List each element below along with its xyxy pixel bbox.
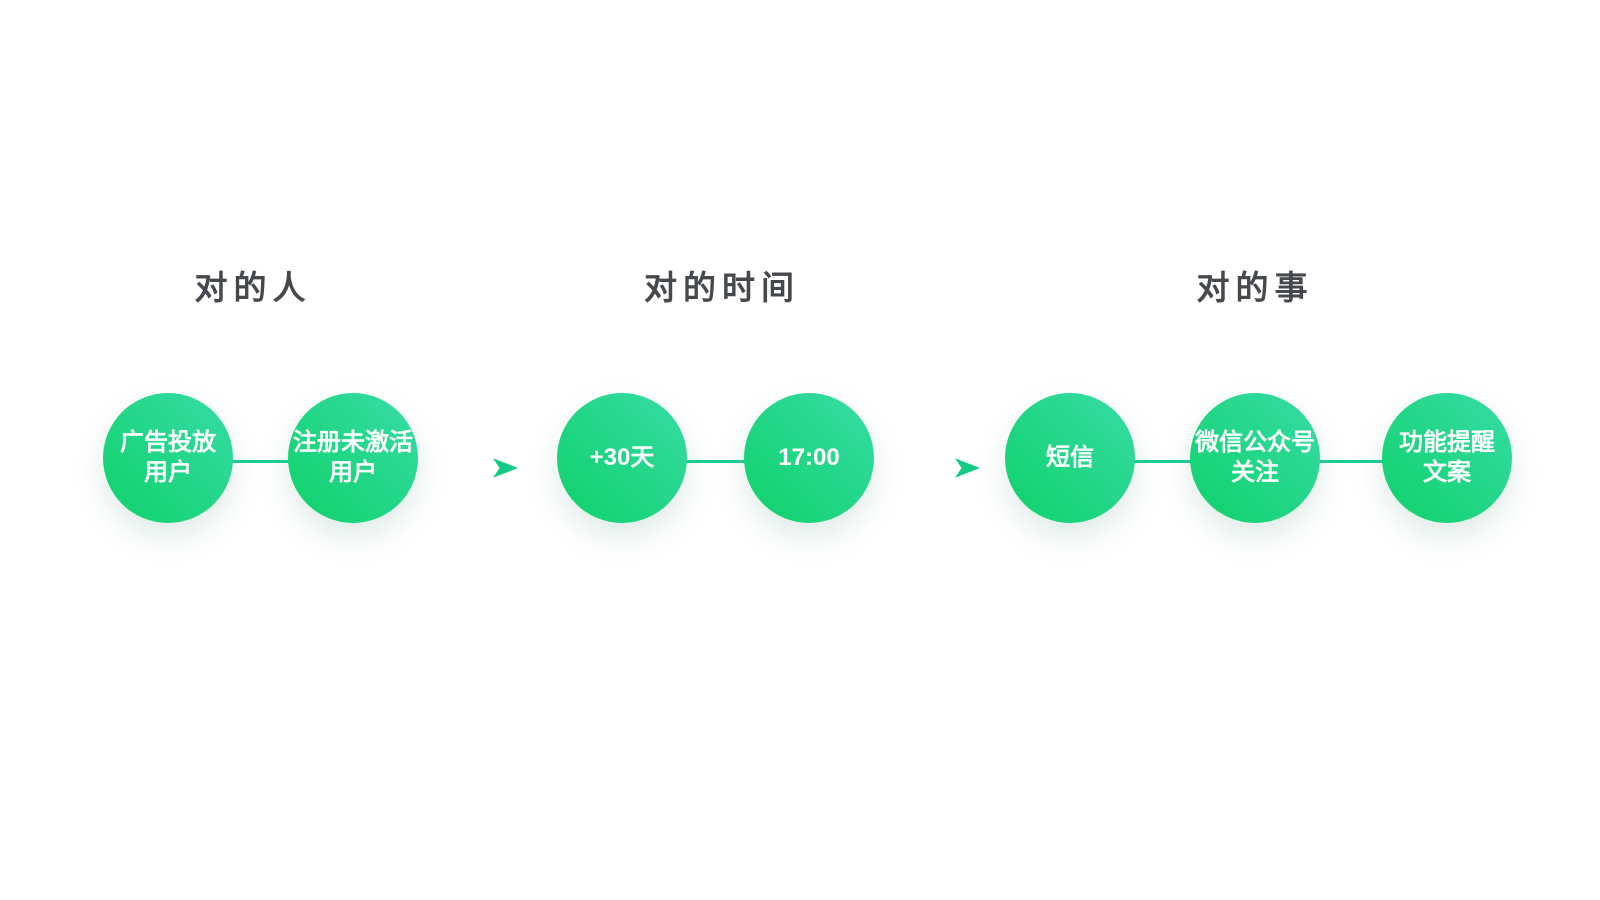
flow-arrow-icon xyxy=(431,458,518,478)
connector-line xyxy=(215,460,305,463)
node-registered-not-activated-users: 注册未激活 用户 xyxy=(288,393,418,523)
connector-line xyxy=(668,460,758,463)
connector-line xyxy=(1118,460,1203,463)
section-title-right-thing: 对的事 xyxy=(1196,269,1314,306)
node-label: +30天 xyxy=(589,444,655,471)
node-label: 微信公众号 关注 xyxy=(1195,429,1315,486)
node-feature-reminder-copy: 功能提醒 文案 xyxy=(1382,393,1512,523)
node-label: 17:00 xyxy=(778,444,840,471)
section-title-right-time: 对的时间 xyxy=(644,269,800,306)
node-label: 功能提醒 文案 xyxy=(1399,429,1495,486)
section-title-right-person: 对的人 xyxy=(194,269,312,306)
node-ad-placement-users: 广告投放 用户 xyxy=(103,393,233,523)
node-sms: 短信 xyxy=(1005,393,1135,523)
node-label: 广告投放 用户 xyxy=(120,429,216,486)
flow-arrow-icon xyxy=(893,458,980,478)
node-label: 短信 xyxy=(1046,444,1094,471)
node-time-17-00: 17:00 xyxy=(744,393,874,523)
node-label: 注册未激活 用户 xyxy=(293,429,413,486)
node-wechat-official-account-follow: 微信公众号 关注 xyxy=(1190,393,1320,523)
node-plus-30-days: +30天 xyxy=(557,393,687,523)
connector-line xyxy=(1303,460,1398,463)
